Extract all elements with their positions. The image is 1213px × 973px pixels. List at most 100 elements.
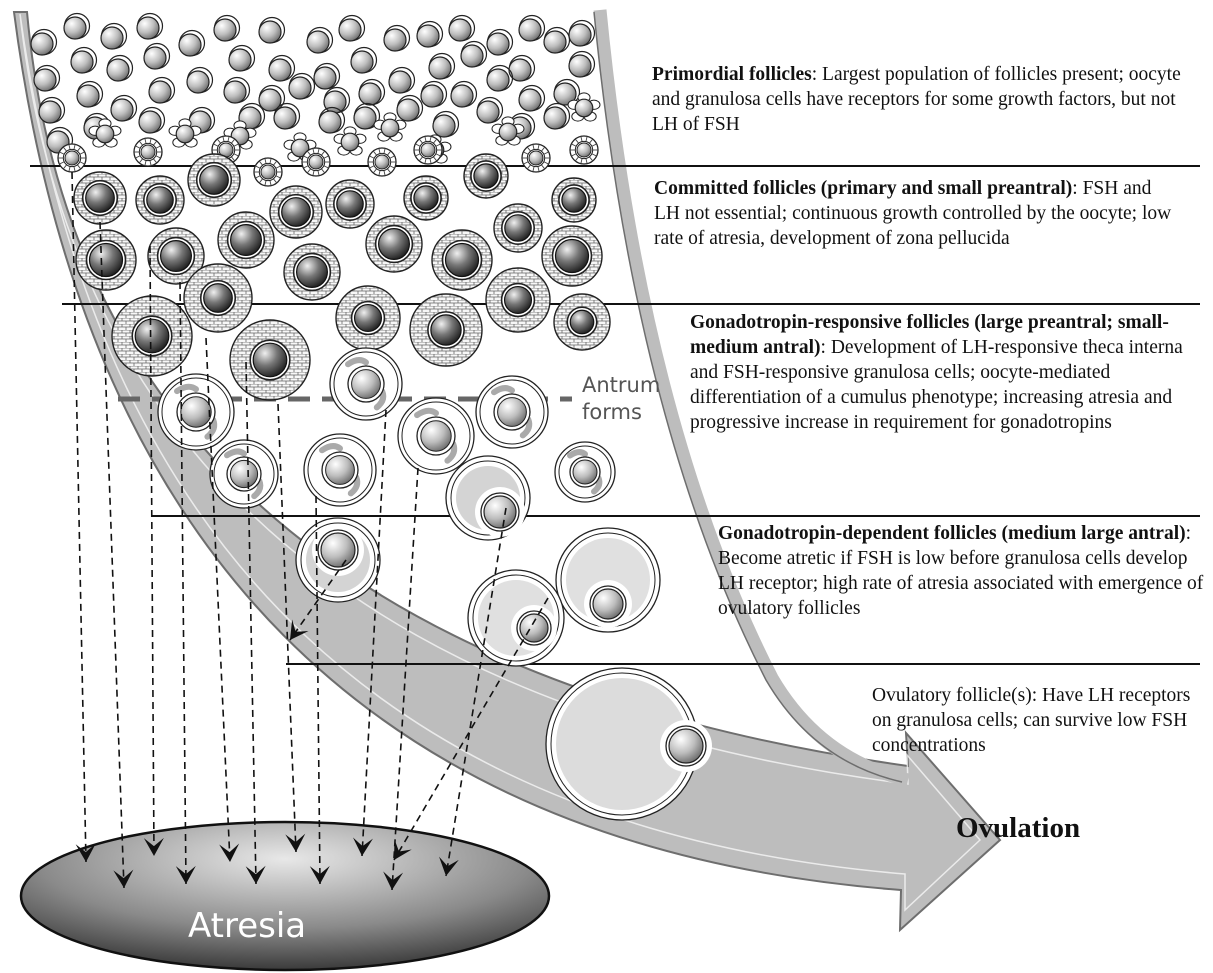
committed-follicle [283,243,341,301]
primordial-follicle [106,54,134,82]
primordial-follicles-description: : Largest population of follicles presen… [652,64,1181,135]
primordial-follicle [136,12,164,40]
primordial-follicle-flat-cells [491,116,525,146]
primordial-follicle-flat-cells [333,126,367,156]
primordial-follicle [33,64,61,92]
primordial-follicle [63,12,91,40]
primordial-follicle [460,40,488,68]
primordial-follicle-flat-cells [168,118,202,148]
primordial-follicle [350,46,378,74]
ovulation-label: Ovulation [956,812,1081,844]
committed-follicle [409,293,483,367]
primordial-follicle [476,96,504,124]
primordial-follicle [228,44,256,72]
follicle-group [30,12,712,821]
early-antral-follicle [329,347,403,421]
atresia-arrow [277,403,306,853]
early-antral-follicle [554,441,616,503]
primordial-follicle-flat-cells [88,118,122,148]
primordial-follicle [518,14,546,42]
primary-follicle [253,157,283,187]
atresia-arrow [245,361,266,885]
committed-follicle [541,225,603,287]
primordial-follicle [178,29,206,57]
primary-follicle [301,147,331,177]
primordial-follicle [448,14,476,42]
primordial-follicle [353,102,381,130]
gonadotropin-dependent-description: : Become atretic if FSH is low before gr… [718,523,1204,619]
primary-follicle [211,135,241,165]
atresia-label: Atresia [188,906,307,946]
primordial-follicle [143,42,171,70]
early-antral-follicle [475,375,549,449]
committed-follicles-title: Committed follicles (primary and small p… [654,178,1073,199]
primordial-follicle [338,14,366,42]
gonadotropin-responsive-description: : Development of LH-responsive theca int… [690,337,1183,433]
primordial-follicle [518,84,546,112]
primordial-follicle [186,66,214,94]
early-antral-follicle [209,439,279,509]
committed-follicle [365,215,423,273]
primordial-follicle [486,64,514,92]
primordial-follicle [306,26,334,54]
early-antral-follicle [157,373,235,451]
atresia-arrow [175,281,196,885]
primordial-follicle [148,76,176,104]
primordial-follicle-flat-cells [373,112,407,142]
primordial-follicle [388,66,416,94]
primordial-follicle [553,78,581,106]
atresia-arrow [439,507,507,877]
early-antral-follicle [397,397,475,475]
primordial-follicle [432,110,460,138]
atresia-arrow [383,467,419,891]
primordial-follicle [138,106,166,134]
gonadotropin-dependent-title: Gonadotropin-dependent follicles (medium… [718,523,1186,544]
atresia-arrow [393,597,549,861]
primordial-follicle [568,50,596,78]
primordial-follicles-title: Primordial follicles [652,64,812,85]
primordial-follicle [396,94,424,122]
primordial-follicle [30,28,58,56]
primordial-follicle [383,24,411,52]
primordial-follicle [508,54,536,82]
primordial-follicle-flat-cells [567,92,601,122]
primordial-follicle [428,52,456,80]
committed-follicle [551,177,597,223]
primordial-follicle [258,16,286,44]
committed-follicle [229,319,311,401]
primary-follicle [133,137,163,167]
primordial-follicle [486,28,514,56]
committed-follicles-text: Committed follicles (primary and small p… [654,176,1174,251]
atresia-arrow [99,221,134,889]
primordial-follicle [450,80,478,108]
primordial-follicle [268,54,296,82]
gonadotropin-dependent-text: Gonadotropin-dependent follicles (medium… [718,521,1208,621]
primary-follicle [521,143,551,173]
atresia-arrow [71,171,96,863]
atresia-arrow-group [71,171,549,891]
primary-follicle [57,143,87,173]
atresia-arrow [352,409,387,857]
committed-follicle [75,229,137,291]
primordial-follicle [358,78,386,106]
committed-follicle [463,153,509,199]
primary-follicle [569,135,599,165]
primordial-follicle [313,62,341,90]
primordial-follicle [416,20,444,48]
primordial-follicle [70,46,98,74]
committed-follicle [553,293,611,351]
right-boundary-curve [593,9,910,787]
ovulatory-follicles-text: Ovulatory follicle(s): Have LH receptors… [872,683,1202,758]
primary-follicle [367,147,397,177]
committed-follicle [269,185,323,239]
gonadotropin-responsive-title: Gonadotropin-responsive follicles (large… [690,312,1169,358]
primordial-follicle [420,80,448,108]
committed-follicle [325,179,375,229]
atresia-arrow [289,559,347,641]
primordial-follicle [223,76,251,104]
committed-follicle [335,285,401,351]
committed-follicle [217,211,275,269]
primordial-follicle [318,106,346,134]
committed-follicle [111,295,193,377]
primordial-follicle [273,102,301,130]
